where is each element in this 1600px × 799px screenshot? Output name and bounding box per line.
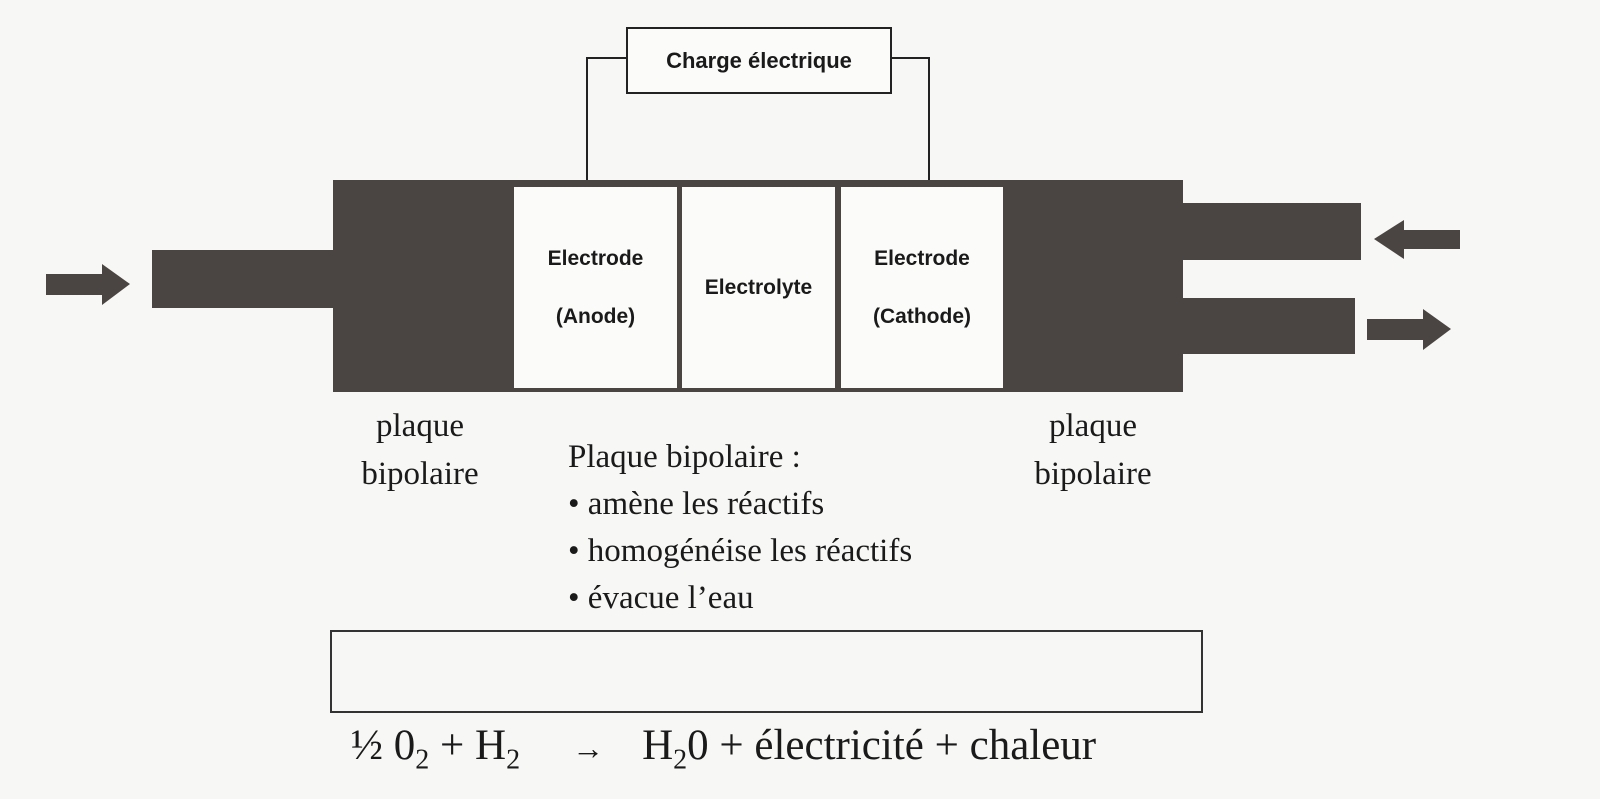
wire-left-vertical	[586, 57, 588, 181]
reaction-equation-box: ½ 02 + H2→H20 + électricité + chaleur	[330, 630, 1203, 776]
arrow-right-icon	[46, 264, 130, 305]
arrow-right-icon	[1367, 309, 1451, 350]
right-plate-line1: plaque	[1049, 408, 1137, 444]
notes-item: • homogénéise les réactifs	[568, 533, 913, 569]
cathode-label-line2: (Cathode)	[873, 304, 971, 328]
anode-label-line2: (Anode)	[555, 304, 636, 328]
left-plate-line2: bipolaire	[361, 456, 479, 492]
eq-water: H	[642, 722, 674, 769]
electrolyte-label: Electrolyte	[704, 275, 813, 299]
right-plate-line2: bipolaire	[1034, 456, 1152, 492]
eq-sub: 2	[673, 744, 688, 776]
arrow-left-icon	[1374, 220, 1460, 259]
wire-right-horizontal	[890, 57, 930, 59]
notes-item: • amène les réactifs	[568, 486, 825, 522]
right-inlet-tube	[1183, 203, 1361, 260]
eq-hydrogen: + H	[429, 722, 507, 769]
right-outlet-tube	[1183, 298, 1355, 354]
anode-electrode: Electrode (Anode)	[514, 187, 677, 388]
electrolyte: Electrolyte	[682, 187, 835, 388]
eq-sub: 2	[415, 744, 430, 776]
left-inlet-tube	[152, 250, 333, 308]
right-plate-label: plaque bipolaire	[1003, 402, 1183, 498]
wire-right-vertical	[928, 57, 930, 181]
eq-products: 0 + électricité + chaleur	[687, 722, 1097, 769]
anode-label-line1: Electrode	[547, 246, 644, 270]
eq-sub: 2	[506, 744, 521, 776]
wire-left-horizontal	[586, 57, 626, 59]
eq-arrow: →	[572, 730, 605, 766]
cathode-label-line1: Electrode	[874, 246, 970, 270]
left-plate-label: plaque bipolaire	[330, 402, 510, 498]
notes-title: Plaque bipolaire :	[568, 439, 801, 475]
left-plate-line1: plaque	[376, 408, 464, 444]
electric-load-label: Charge électrique	[666, 47, 852, 73]
eq-oxygen: ½ 0	[350, 722, 416, 769]
notes-item: • évacue l’eau	[568, 580, 754, 616]
cathode-electrode: Electrode (Cathode)	[841, 187, 1003, 388]
bipolar-plate-notes: Plaque bipolaire : • amène les réactifs …	[568, 434, 912, 622]
electric-load-box: Charge électrique	[626, 27, 892, 94]
